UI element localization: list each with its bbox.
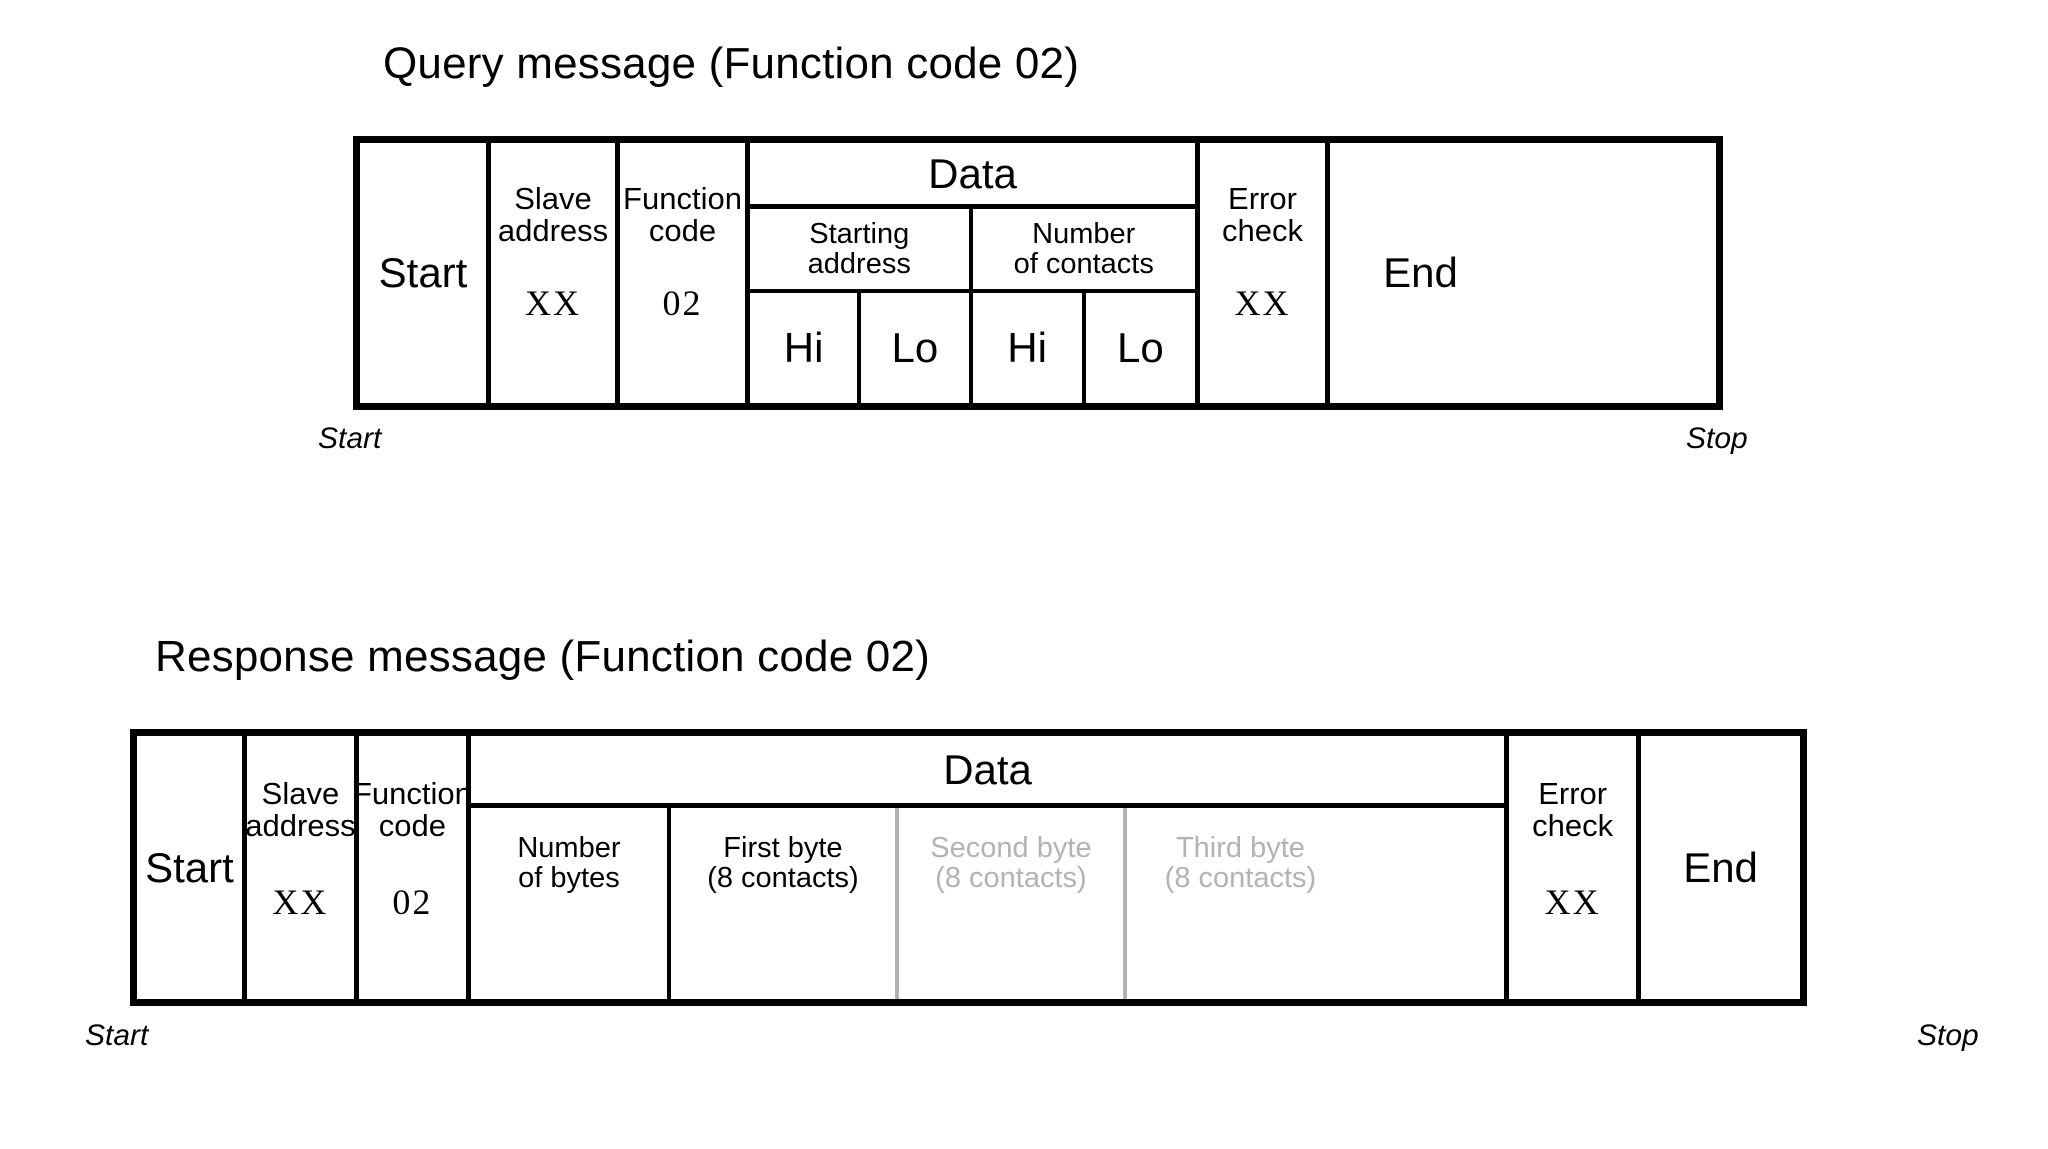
response-data-subgrid: Number of bytes First byte (8 contacts) …: [470, 808, 1504, 999]
query-subcell-number-of-contacts: Number of contacts Hi Lo: [972, 209, 1195, 403]
response-message-title: Response message (Function code 02): [155, 632, 930, 681]
query-data-subgrid: Starting address Hi Lo Number of contact…: [750, 209, 1195, 403]
query-number-of-contacts-label: Number of contacts: [1013, 217, 1154, 280]
response-cell-data: Data Number of bytes First byte (8 conta…: [470, 736, 1510, 999]
query-cell-start: Start: [360, 143, 491, 403]
response-subcell-number-of-bytes: Number of bytes: [470, 808, 671, 999]
query-number-of-contacts-lo: Lo: [1117, 324, 1164, 371]
response-end-label: End: [1683, 843, 1758, 891]
response-second-byte-label: Second byte (8 contacts): [930, 831, 1092, 894]
query-starting-address-hilo: Hi Lo: [750, 289, 969, 403]
query-start-caption: Start: [318, 422, 382, 455]
query-error-check-label: Error check: [1222, 181, 1303, 249]
response-data-header: Data: [470, 736, 1505, 808]
response-subcell-third-byte: Third byte (8 contacts): [1126, 808, 1354, 999]
query-data-label: Data: [928, 149, 1017, 197]
response-error-check-value: XX: [1544, 882, 1601, 923]
query-slave-address-label: Slave address: [497, 181, 609, 249]
query-slave-address-value: XX: [525, 283, 581, 324]
response-cell-start: Start: [137, 736, 247, 999]
query-cell-end: End: [1330, 143, 1511, 403]
query-cell-error-check: Error check XX: [1200, 143, 1330, 403]
query-data-header: Data: [750, 143, 1195, 209]
response-cell-slave-address: Slave address XX: [245, 736, 359, 999]
response-subcell-second-byte: Second byte (8 contacts): [898, 808, 1127, 999]
query-message-title: Query message (Function code 02): [383, 39, 1080, 88]
response-third-byte-label: Third byte (8 contacts): [1164, 831, 1317, 894]
query-number-of-contacts-hi: Hi: [973, 293, 1086, 403]
response-cell-end: End: [1641, 736, 1800, 999]
query-stop-caption: Stop: [1686, 422, 1748, 455]
query-starting-address-label: Starting address: [807, 217, 911, 280]
response-first-byte-label: First byte (8 contacts): [707, 831, 859, 894]
response-cell-error-check: Error check XX: [1509, 736, 1642, 999]
query-starting-address-hi: Hi: [750, 293, 862, 403]
response-stop-caption: Stop: [1917, 1019, 1979, 1052]
query-cell-function-code: Function code 02: [620, 143, 750, 403]
query-cell-slave-address: Slave address XX: [491, 143, 620, 403]
response-start-caption: Start: [85, 1019, 149, 1052]
response-message-frame: Start Slave address XX Function code 02 …: [130, 729, 1807, 1006]
response-start-label: Start: [145, 843, 234, 891]
query-cell-data: Data Starting address Hi Lo Number of co…: [750, 143, 1200, 403]
response-slave-address-value: XX: [272, 882, 329, 923]
query-function-code-label: Function code: [623, 181, 742, 249]
response-function-code-value: 02: [392, 882, 433, 923]
query-end-label: End: [1383, 249, 1458, 296]
response-slave-address-label: Slave address: [245, 776, 356, 844]
response-cell-function-code: Function code 02: [353, 736, 472, 999]
query-error-check-value: XX: [1234, 283, 1291, 324]
query-message-frame: Start Slave address XX Function code 02 …: [353, 136, 1723, 410]
query-starting-address-lo: Lo: [891, 324, 939, 371]
query-start-label: Start: [378, 249, 468, 296]
response-function-code-label: Function code: [352, 776, 472, 844]
response-subcell-first-byte: First byte (8 contacts): [670, 808, 899, 999]
query-function-code-value: 02: [662, 283, 703, 324]
query-number-of-contacts-hilo: Hi Lo: [972, 289, 1195, 403]
query-subcell-starting-address: Starting address Hi Lo: [750, 209, 973, 403]
response-data-label: Data: [943, 745, 1032, 793]
response-number-of-bytes-label: Number of bytes: [517, 831, 621, 894]
response-error-check-label: Error check: [1532, 776, 1614, 844]
